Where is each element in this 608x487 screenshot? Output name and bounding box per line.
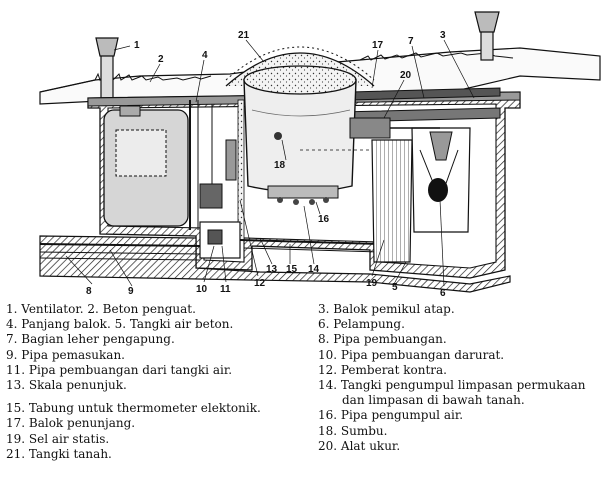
callout-21: 21 (238, 30, 250, 41)
legend-item: 9. Pipa pemasukan. (6, 347, 125, 362)
legend-item: 17. Balok penunjang. (6, 416, 136, 431)
callout-16: 16 (318, 214, 330, 225)
lysimeter-cutaway-diagram: 1 2 3 4 5 6 7 8 9 10 11 12 13 14 15 16 1… (39, 11, 601, 299)
callout-2: 2 (158, 54, 164, 65)
callout-12: 12 (254, 278, 266, 289)
legend-item: 1. Ventilator. 2. Beton penguat. (6, 302, 196, 316)
legend-spacer (6, 393, 261, 401)
legend-item: dan limpasan di bawah tanah. (342, 393, 525, 408)
legend-item: 19. Sel air statis. (6, 431, 110, 446)
callout-5: 5 (392, 282, 398, 293)
legend-item: 14. Tangki pengumpul limpasan permukaan (318, 378, 586, 393)
callout-20: 20 (400, 70, 412, 81)
callout-17: 17 (372, 40, 384, 51)
legend-item: 7. Bagian leher pengapung. (6, 332, 175, 347)
legend-item: 15. Tabung untuk thermometer elektonik. (6, 401, 261, 416)
leader-lines (65, 39, 475, 287)
collecting-pipes (267, 185, 339, 205)
legend-item: 21. Tangki tanah. (6, 446, 112, 461)
right-ventilator (474, 11, 500, 61)
legend-item: 11. Pipa pembuangan dari tangki air. (6, 362, 233, 377)
callout-11: 11 (220, 284, 231, 295)
callout-13: 13 (266, 264, 278, 275)
left-ventilator (95, 37, 119, 99)
legend-left: 1. Ventilator. 2. Beton penguat.4. Panja… (6, 302, 261, 462)
callout-4: 4 (202, 50, 208, 61)
legend-item: 8. Pipa pembuangan. (318, 332, 447, 347)
legend-item: 10. Pipa pembuangan darurat. (318, 347, 505, 362)
callout-6: 6 (440, 288, 446, 299)
legend-item: 20. Alat ukur. (318, 438, 401, 453)
callout-9: 9 (128, 286, 134, 297)
callout-19: 19 (366, 278, 378, 289)
callout-numbers: 1 2 3 4 5 6 7 8 9 10 11 12 13 14 15 16 1… (86, 30, 446, 299)
legend-item: 4. Panjang balok. 5. Tangki air beton. (6, 317, 234, 332)
legend-item: 12. Pemberat kontra. (318, 362, 447, 377)
counterweight-and-scale (199, 99, 245, 241)
callout-15: 15 (286, 264, 298, 275)
legend-right: 3. Balok pemikul atap.6. Pelampung.8. Pi… (318, 302, 586, 454)
legend-item: 3. Balok pemikul atap. (318, 302, 455, 316)
callout-10: 10 (196, 284, 208, 295)
callout-8: 8 (86, 286, 92, 297)
legend-item: 16. Pipa pengumpul air. (318, 408, 464, 423)
legend-item: 13. Skala penunjuk. (6, 378, 127, 393)
callout-7: 7 (408, 36, 414, 47)
callout-18: 18 (274, 160, 286, 171)
callout-3: 3 (440, 30, 446, 41)
callout-14: 14 (308, 264, 320, 275)
callout-1: 1 (134, 40, 140, 51)
float-chamber (349, 117, 471, 263)
legend-item: 6. Pelampung. (318, 317, 405, 332)
concrete-water-tank (103, 105, 189, 227)
legend-item: 18. Sumbu. (318, 423, 388, 438)
